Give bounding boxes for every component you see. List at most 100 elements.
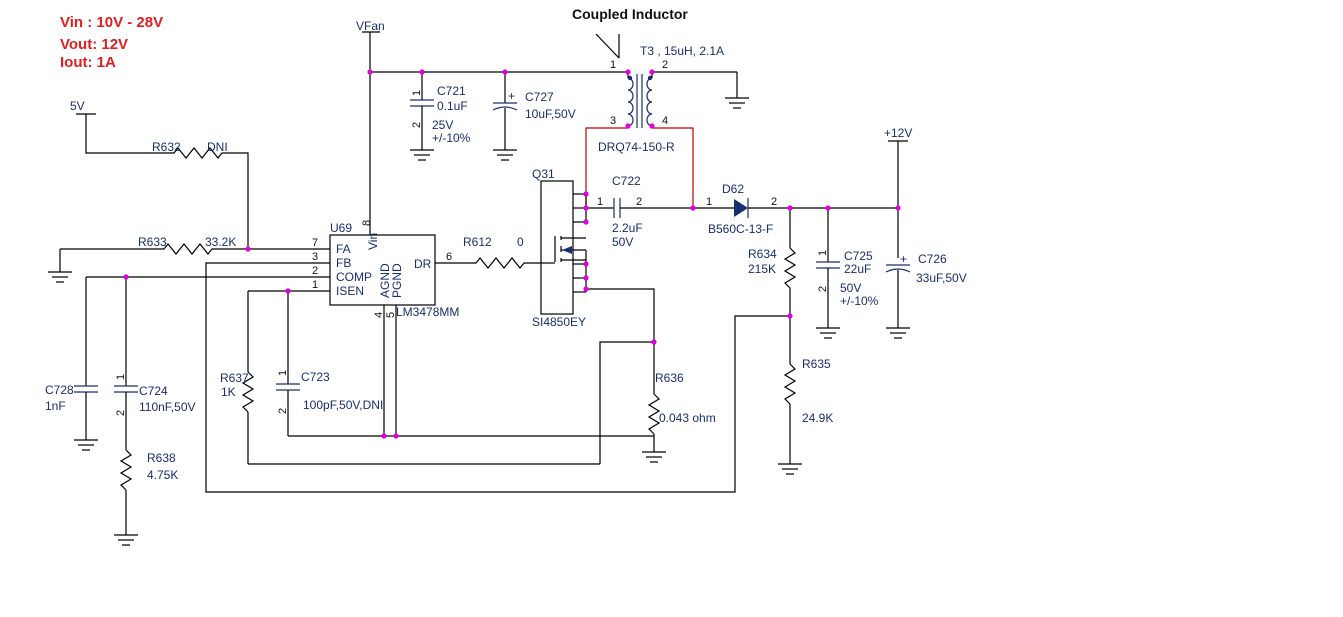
r636-value: 0.043 ohm — [659, 411, 716, 425]
t3-pin2: 2 — [662, 59, 668, 71]
c721-pin1: 1 — [411, 90, 423, 96]
c725-rating: 50V — [840, 281, 861, 295]
r635-symbol — [783, 363, 797, 405]
c727-value: 10uF,50V — [525, 107, 576, 121]
r635-ref: R635 — [802, 357, 831, 371]
c724-ref: C724 — [139, 384, 168, 398]
c724-pin1: 1 — [115, 374, 127, 380]
c727-ref: C727 — [525, 90, 554, 104]
t3-ref: T3 , 15uH, 2.1A — [640, 44, 724, 58]
c727-plus: + — [508, 89, 515, 103]
r634-value: 215K — [748, 262, 776, 276]
r638-value: 4.75K — [147, 468, 178, 482]
u69-pin-pgnd: PGND — [390, 263, 404, 298]
r632-ref: R632 — [152, 140, 181, 154]
c725-value: 22uF — [844, 262, 871, 276]
c723-pin2: 2 — [277, 408, 289, 414]
c722-value: 2.2uF — [612, 221, 643, 235]
d62-pin2: 2 — [771, 196, 777, 208]
r612-ref: R612 — [463, 235, 492, 249]
q31-ref: Q31 — [532, 167, 555, 181]
c725-pin1: 1 — [817, 250, 829, 256]
c726-ref: C726 — [918, 252, 947, 266]
t3-pin3: 3 — [610, 115, 616, 127]
d62-ref: D62 — [722, 182, 744, 196]
u69-pin-agnd: AGND — [378, 263, 392, 298]
c725-ref: C725 — [844, 249, 873, 263]
c724-pin2: 2 — [115, 410, 127, 416]
d62-part: B560C-13-F — [708, 222, 773, 236]
r635-value: 24.9K — [802, 411, 833, 425]
d62-symbol — [734, 199, 748, 217]
u69-num-3: 3 — [312, 251, 318, 263]
d62-pin1: 1 — [706, 196, 712, 208]
c725-pin2: 2 — [817, 286, 829, 292]
r638-symbol — [119, 449, 133, 491]
r636-symbol — [647, 393, 661, 435]
u69-pin-comp: COMP — [336, 270, 372, 284]
net-12v: +12V — [884, 126, 912, 140]
t3-pin4: 4 — [662, 115, 668, 127]
c721-ref: C721 — [437, 84, 466, 98]
u69-num-2: 2 — [312, 265, 318, 277]
r632-value: DNI — [207, 140, 228, 154]
u69-ref: U69 — [330, 221, 352, 235]
spec-vin: Vin : 10V - 28V — [60, 14, 163, 31]
c721-value: 0.1uF — [437, 99, 468, 113]
c726-plus: + — [900, 252, 907, 266]
junctions — [123, 69, 901, 439]
c721-rating: 25V — [432, 118, 453, 132]
r636-ref: R636 — [655, 371, 684, 385]
t3-pin1: 1 — [610, 59, 616, 71]
c725-tol: +/-10% — [840, 294, 879, 308]
c722-rating: 50V — [612, 235, 633, 249]
c723-value: 100pF,50V,DNI — [303, 398, 383, 412]
u69-pin-isen: ISEN — [336, 284, 364, 298]
r637-symbol — [241, 371, 255, 413]
t3-part: DRQ74-150-R — [598, 140, 675, 154]
title-pointer — [595, 33, 620, 59]
c721-pin2: 2 — [411, 122, 423, 128]
u69-num-5: 5 — [385, 312, 397, 318]
q31-body — [540, 180, 574, 315]
r634-symbol — [783, 247, 797, 289]
u69-pin-fb: FB — [336, 256, 351, 270]
c724-value: 110nF,50V — [139, 400, 196, 414]
u69-num-6: 6 — [446, 251, 452, 263]
c726-value: 33uF,50V — [916, 271, 967, 285]
c728-ref: C728 — [45, 383, 74, 397]
u69-pin-dr: DR — [414, 257, 432, 271]
c722-pin2: 2 — [636, 196, 642, 208]
c721-tol: +/-10% — [432, 131, 471, 145]
net-vfan: VFan — [356, 19, 385, 33]
q31-part: SI4850EY — [532, 315, 586, 329]
spec-vout: Vout: 12V — [60, 36, 128, 53]
c723-ref: C723 — [301, 370, 330, 384]
r633-ref: R633 — [138, 235, 167, 249]
r633-value: 33.2K — [205, 235, 236, 249]
c722-ref: C722 — [612, 174, 641, 188]
r637-ref: R637 — [220, 371, 249, 385]
net-5v: 5V — [70, 99, 85, 113]
u69-pin-vin: Vin — [366, 233, 380, 250]
c722-pin1: 1 — [597, 196, 603, 208]
u69-num-7: 7 — [312, 237, 318, 249]
r632-symbol — [85, 114, 249, 249]
r633-symbol — [60, 243, 286, 255]
u69-num-1: 1 — [312, 279, 318, 291]
r612-value: 0 — [517, 235, 524, 249]
u69-num-8: 8 — [361, 220, 373, 226]
u69-part: LM3478MM — [396, 305, 459, 319]
r637-value: 1K — [221, 385, 236, 399]
u69-pin-fa: FA — [336, 242, 351, 256]
u69-body — [329, 234, 436, 306]
c728-value: 1nF — [45, 399, 66, 413]
coupled-inductor-title: Coupled Inductor — [572, 6, 688, 22]
r634-ref: R634 — [748, 247, 777, 261]
c723-pin1: 1 — [277, 370, 289, 376]
r612-symbol — [435, 257, 541, 269]
spec-iout: Iout: 1A — [60, 54, 116, 71]
r638-ref: R638 — [147, 451, 176, 465]
t3-windings — [627, 74, 653, 128]
